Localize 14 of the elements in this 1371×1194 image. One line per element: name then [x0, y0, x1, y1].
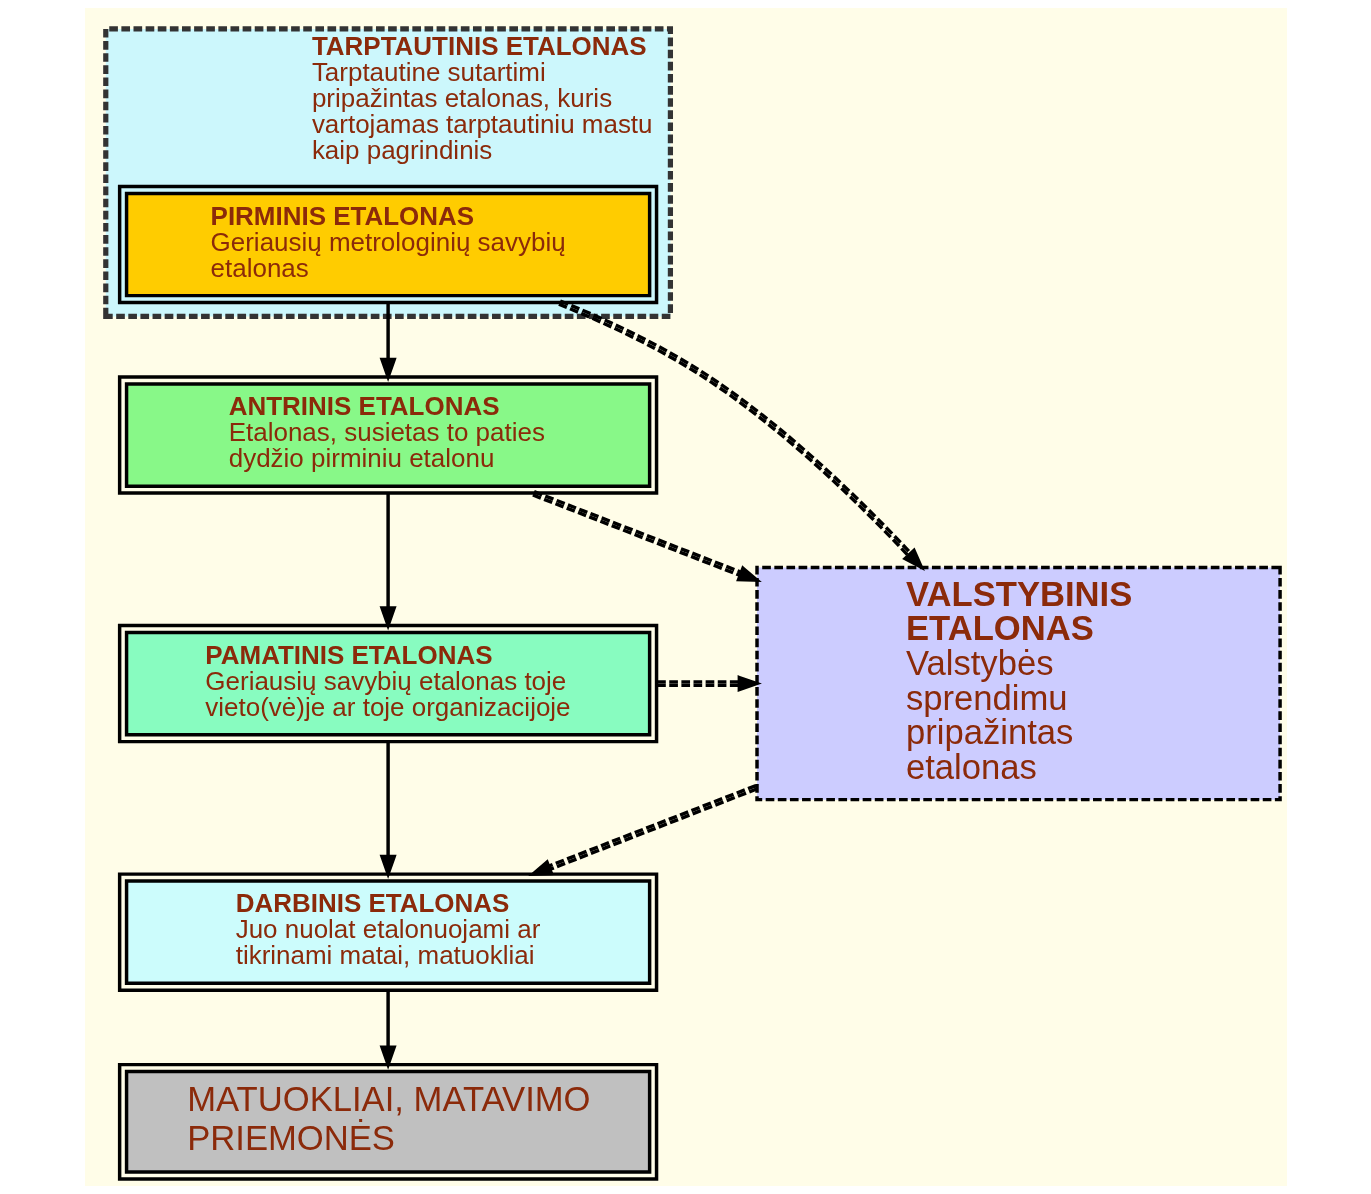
arrow — [527, 783, 758, 876]
arrow — [557, 299, 925, 571]
node-box: PAMATINIS ETALONAS Geriausių savybių etalonas toje vieto(vė)je ar toje organizacijoje — [117, 623, 658, 744]
arrow — [531, 490, 762, 583]
node-box: ANTRINIS ETALONAS Etalonas, susietas to paties dydžio pirminiu etalonu — [117, 375, 658, 495]
arrow — [379, 742, 397, 880]
arrow — [656, 675, 762, 693]
arrow — [379, 990, 397, 1070]
arrow — [379, 493, 397, 631]
node-box: DARBINIS ETALONAS Juo nuolat etalonuojami ar tikrinami matai, matuokliai — [117, 872, 658, 992]
node-box: VALSTYBINIS ETALONAS Valstybės sprendimu pripažintas etalonas — [754, 565, 1282, 802]
arrow — [379, 302, 397, 383]
node-box: PIRMINIS ETALONAS Geriausių metrologinių savybių etalonas — [117, 184, 658, 305]
node-box: MATUOKLIAI, MATAVIMO PRIEMONĖS — [117, 1062, 658, 1181]
